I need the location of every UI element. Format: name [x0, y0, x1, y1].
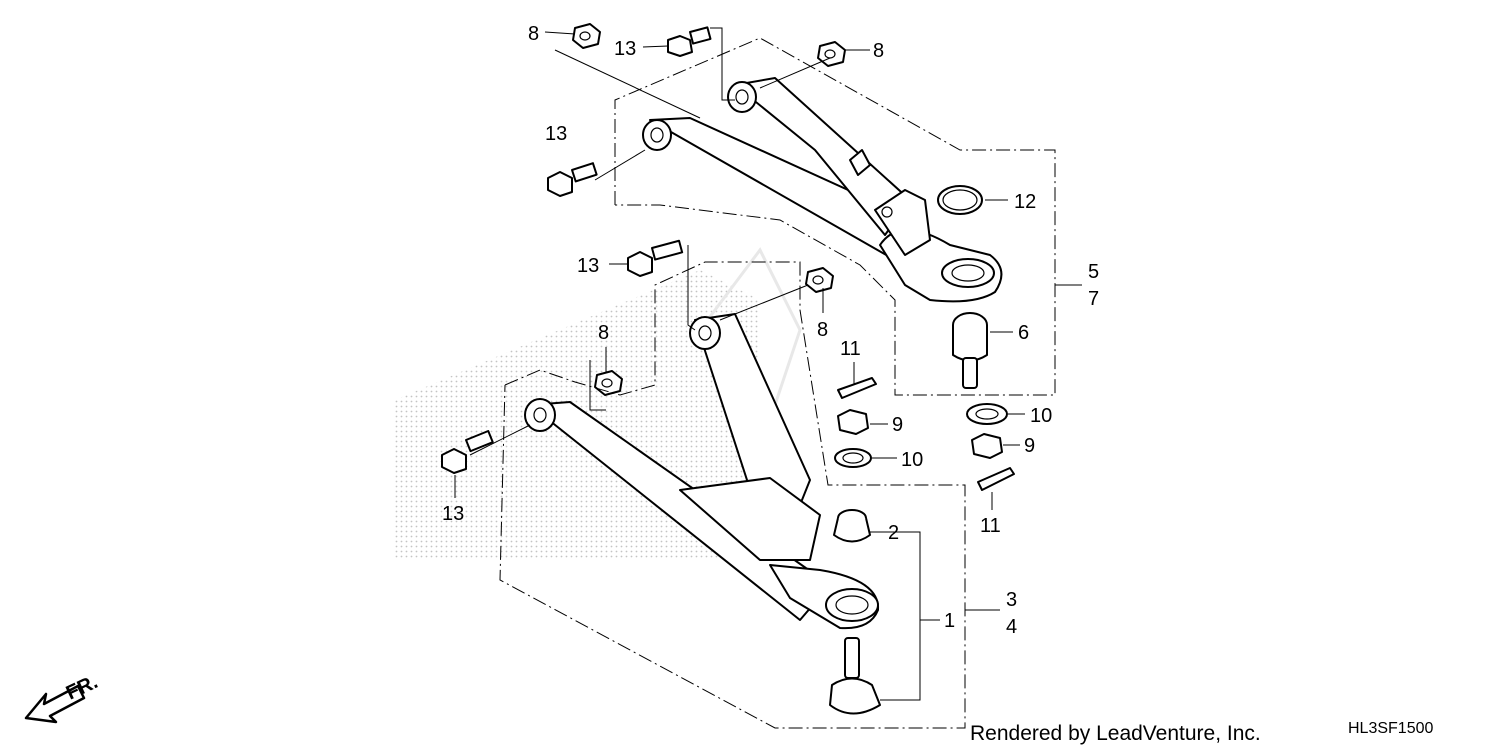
callout-2: 2: [888, 522, 899, 544]
callout-4: 4: [1006, 616, 1017, 638]
callout-3: 3: [1006, 589, 1017, 611]
callout-labels: 8 13 8 13 12 5 7 6 13 8 8 11 9 10 10 9 1…: [442, 23, 1099, 638]
leader-lines: [454, 27, 1082, 701]
render-credit: Rendered by LeadVenture, Inc.: [970, 722, 1261, 745]
callout-13: 13: [614, 38, 636, 60]
callout-8: 8: [817, 319, 828, 341]
cotter-pin-left: [837, 377, 877, 399]
upper-bolt-left: [547, 162, 598, 197]
callout-8: 8: [873, 40, 884, 62]
snap-ring: [937, 185, 983, 215]
washer-right: [966, 403, 1008, 425]
lower-nut-right: [805, 267, 834, 293]
castle-nut-left: [837, 409, 869, 435]
upper-bolt-top: [667, 26, 712, 57]
lower-arm-assembly: [524, 313, 880, 630]
callout-8: 8: [598, 322, 609, 344]
callout-13: 13: [577, 255, 599, 277]
upper-nut-left: [572, 23, 601, 49]
callout-8: 8: [528, 23, 539, 45]
diagram-code: HL3SF1500: [1348, 720, 1433, 737]
castle-nut-right: [971, 433, 1003, 459]
callout-13: 13: [545, 123, 567, 145]
lower-nut-left: [594, 370, 623, 396]
callout-1: 1: [944, 610, 955, 632]
callout-10: 10: [901, 449, 923, 471]
washer-left: [834, 448, 872, 468]
callout-11: 11: [980, 515, 1001, 537]
callout-11: 11: [840, 338, 861, 360]
lower-bolt-top: [627, 239, 684, 277]
callout-13: 13: [442, 503, 464, 525]
callout-5: 5: [1088, 261, 1099, 283]
lower-ball-joint: [829, 637, 881, 715]
front-direction-arrow: FR.: [24, 671, 101, 724]
callout-9: 9: [1024, 435, 1035, 457]
upper-arm-assembly: [642, 77, 1003, 303]
upper-ball-joint: [952, 312, 988, 389]
callout-10: 10: [1030, 405, 1052, 427]
upper-nut-right: [817, 41, 846, 67]
callout-6: 6: [1018, 322, 1029, 344]
callout-9: 9: [892, 414, 903, 436]
cotter-pin-right: [977, 467, 1015, 491]
callout-7: 7: [1088, 288, 1099, 310]
boot: [833, 509, 871, 543]
callout-12: 12: [1014, 191, 1036, 213]
lower-bolt-left: [441, 430, 494, 474]
